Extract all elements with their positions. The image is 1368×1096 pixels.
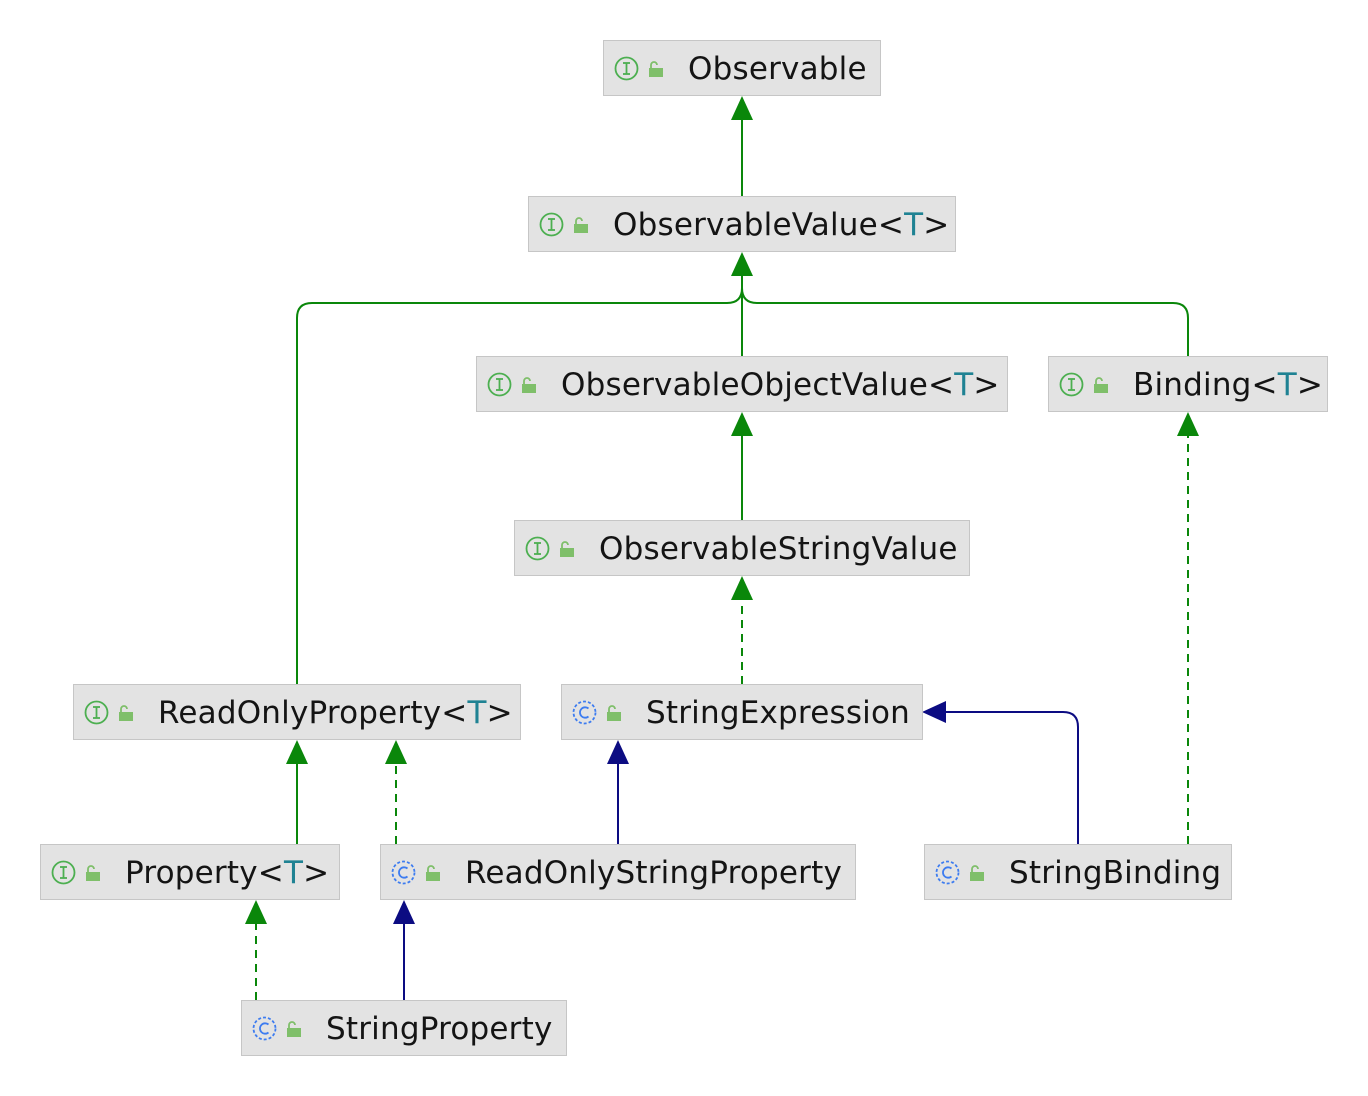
edge-observablevalue-observable bbox=[731, 96, 753, 196]
edge-readonlyproperty-observablevalue bbox=[296, 287, 743, 684]
node-label: ReadOnlyProperty<T> bbox=[158, 685, 513, 741]
edge-binding-observablevalue bbox=[741, 287, 1189, 356]
public-lock-icon bbox=[522, 377, 536, 393]
class-icon bbox=[391, 860, 416, 885]
public-lock-icon bbox=[119, 705, 133, 721]
node-string-expression[interactable]: StringExpression bbox=[561, 684, 923, 740]
type-name: ReadOnlyStringProperty bbox=[465, 855, 842, 891]
node-string-binding[interactable]: StringBinding bbox=[924, 844, 1232, 900]
public-lock-icon bbox=[1094, 377, 1108, 393]
type-name: StringBinding bbox=[1009, 855, 1222, 891]
node-observable-value[interactable]: ObservableValue<T> bbox=[528, 196, 956, 252]
public-lock-icon bbox=[86, 865, 100, 881]
interface-icon bbox=[1059, 372, 1084, 397]
edge-observableobjectvalue-observablevalue bbox=[731, 252, 753, 356]
type-param: T bbox=[283, 855, 304, 891]
public-lock-icon bbox=[970, 865, 984, 881]
type-name: Binding bbox=[1133, 367, 1252, 403]
edge-observablestringvalue-observableobjectvalue bbox=[731, 412, 753, 520]
edge-readonlystringproperty-stringexpression bbox=[607, 740, 629, 844]
type-param-open: < bbox=[441, 695, 468, 731]
node-label: ObservableValue<T> bbox=[613, 197, 949, 253]
type-param-close: > bbox=[973, 367, 1000, 403]
node-label: StringExpression bbox=[646, 685, 910, 741]
interface-icon bbox=[614, 56, 639, 81]
type-name: ReadOnlyProperty bbox=[158, 695, 442, 731]
interface-icon bbox=[84, 700, 109, 725]
edge-stringproperty-property bbox=[245, 900, 267, 1000]
node-label: StringBinding bbox=[1009, 845, 1221, 901]
edge-readonlystringproperty-readonlyproperty bbox=[385, 740, 407, 844]
edge-stringbinding-binding bbox=[1177, 412, 1199, 844]
class-icon bbox=[935, 860, 960, 885]
public-lock-icon bbox=[426, 865, 440, 881]
type-param: T bbox=[954, 367, 974, 403]
node-label: ReadOnlyStringProperty bbox=[465, 845, 842, 901]
type-param-open: < bbox=[928, 367, 955, 403]
type-param-open: < bbox=[1251, 367, 1278, 403]
type-name: Observable bbox=[688, 51, 867, 87]
class-icon bbox=[572, 700, 597, 725]
type-param: T bbox=[1277, 367, 1297, 403]
type-param-close: > bbox=[923, 207, 950, 243]
type-name: ObservableObjectValue bbox=[561, 367, 929, 403]
type-param-close: > bbox=[486, 695, 513, 731]
edge-stringexpression-observablestringvalue bbox=[731, 576, 753, 684]
type-param-close: > bbox=[1296, 367, 1324, 403]
node-label: Property<T> bbox=[125, 845, 329, 901]
interface-icon bbox=[525, 536, 550, 561]
type-param: T bbox=[467, 695, 487, 731]
type-param-open: < bbox=[257, 855, 284, 891]
type-param-open: < bbox=[877, 207, 905, 243]
node-observable-string-value[interactable]: ObservableStringValue bbox=[514, 520, 970, 576]
type-param: T bbox=[904, 207, 924, 243]
node-label: StringProperty bbox=[326, 1001, 553, 1057]
node-binding[interactable]: Binding<T> bbox=[1048, 356, 1328, 412]
type-param-close: > bbox=[303, 855, 330, 891]
type-name: ObservableValue bbox=[613, 207, 878, 243]
node-string-property[interactable]: StringProperty bbox=[241, 1000, 567, 1056]
node-label: Binding<T> bbox=[1133, 357, 1323, 413]
edge-stringproperty-readonlystringproperty bbox=[393, 900, 415, 1000]
type-name: StringExpression bbox=[646, 695, 910, 731]
type-name: ObservableStringValue bbox=[599, 531, 958, 567]
type-name: StringProperty bbox=[326, 1011, 553, 1047]
node-observable[interactable]: Observable bbox=[603, 40, 881, 96]
edge-property-readonlyproperty bbox=[286, 740, 308, 844]
type-name: Property bbox=[125, 855, 258, 891]
public-lock-icon bbox=[287, 1021, 301, 1037]
node-label: ObservableObjectValue<T> bbox=[561, 357, 1000, 413]
edge-stringbinding-stringexpression bbox=[922, 701, 1079, 844]
interface-icon bbox=[539, 212, 564, 237]
class-icon bbox=[252, 1016, 277, 1041]
public-lock-icon bbox=[649, 61, 663, 77]
node-read-only-property[interactable]: ReadOnlyProperty<T> bbox=[73, 684, 521, 740]
public-lock-icon bbox=[607, 705, 621, 721]
public-lock-icon bbox=[560, 541, 574, 557]
node-observable-object-value[interactable]: ObservableObjectValue<T> bbox=[476, 356, 1008, 412]
node-label: ObservableStringValue bbox=[599, 521, 958, 577]
node-read-only-string-property[interactable]: ReadOnlyStringProperty bbox=[380, 844, 856, 900]
public-lock-icon bbox=[574, 217, 588, 233]
node-label: Observable bbox=[688, 41, 867, 97]
interface-icon bbox=[487, 372, 512, 397]
node-property[interactable]: Property<T> bbox=[40, 844, 340, 900]
interface-icon bbox=[51, 860, 76, 885]
